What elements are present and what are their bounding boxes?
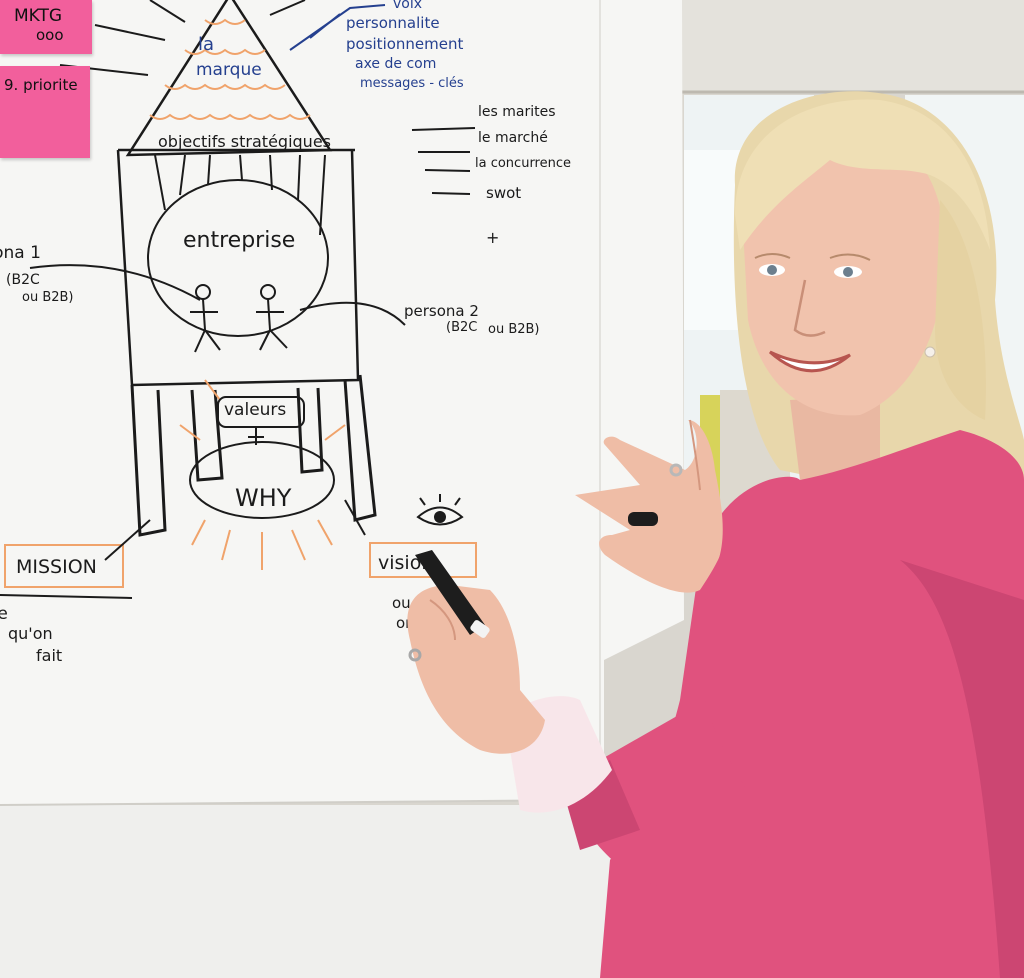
roof-label-la: la xyxy=(198,34,215,55)
analysis-item-swot: swot xyxy=(486,184,522,202)
eye-icon xyxy=(416,494,464,526)
vision-line1: ou xyxy=(392,594,411,612)
mission-line2: qu'on xyxy=(8,624,53,643)
sticky-priorite-text: 9. priorite xyxy=(4,76,78,94)
sticky-mktg-suffix: ooo xyxy=(36,26,64,44)
analysis-item-marites: les marites xyxy=(478,104,556,120)
mission-label: MISSION xyxy=(16,556,97,578)
roof-label-marque: marque xyxy=(196,60,262,80)
company-label: entreprise xyxy=(183,228,296,253)
persona-right-line2: (B2C xyxy=(446,320,478,335)
analysis-item-marche: le marché xyxy=(478,130,548,146)
brand-note-personnalite: personnalite xyxy=(346,14,440,32)
plus-sign: + xyxy=(486,228,500,247)
persona-left-line1: persona 1 xyxy=(0,243,41,263)
persona-left-line2: (B2C xyxy=(6,272,40,288)
sticky-note-priorite: 9. priorite xyxy=(0,66,90,158)
brand-note-axe-de-com: axe de com xyxy=(355,56,437,72)
brand-note-voix: voix xyxy=(393,0,423,12)
sticky-note-mktg: MKTG ooo xyxy=(0,0,92,54)
why-label: WHY xyxy=(235,484,292,512)
persona-left-line3: ou B2B) xyxy=(22,290,74,305)
brand-note-messages: messages - clés xyxy=(360,76,464,91)
values-label: valeurs xyxy=(224,400,287,420)
analysis-item-concurrence: la concurrence xyxy=(475,156,571,171)
beam-label: objectifs stratégiques xyxy=(158,132,331,151)
sticky-mktg-text: MKTG xyxy=(14,6,63,26)
persona-right-line1: persona 2 xyxy=(404,302,479,320)
brand-note-positionnement: positionnement xyxy=(346,35,464,53)
persona-right-line3: ou B2B) xyxy=(488,322,540,337)
mission-line1: ce xyxy=(0,604,8,624)
mission-line3: fait xyxy=(36,646,63,665)
